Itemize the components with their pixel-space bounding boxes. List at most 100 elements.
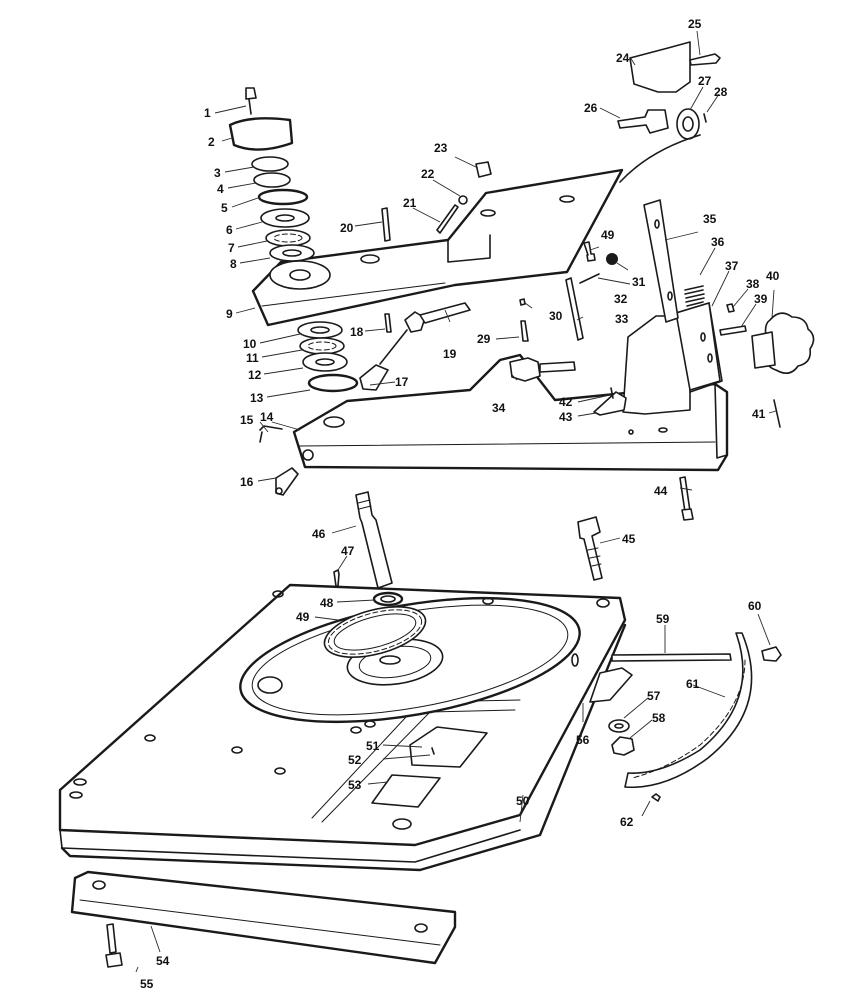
label-19: 19 [443,347,457,361]
label-43: 43 [559,410,573,424]
washer-57 [608,719,630,733]
washer-6 [260,208,310,228]
label-14: 14 [260,410,274,424]
label-24: 24 [616,51,630,65]
washer-48 [372,591,404,607]
leader-lines [135,30,777,973]
label-6: 6 [226,223,233,237]
label-49-upper: 49 [601,228,615,242]
label-37: 37 [725,259,739,273]
label-36: 36 [711,235,725,249]
arc-guide [619,134,701,183]
label-45: 45 [622,532,636,546]
key-38 [726,303,735,313]
screw-62 [651,793,661,802]
bolt-44 [679,476,694,521]
label-31: 31 [632,275,646,289]
housing-24 [629,41,691,93]
label-28: 28 [714,85,728,99]
label-59: 59 [656,612,670,626]
bearing-27 [676,108,700,140]
label-60: 60 [748,599,762,613]
washer-10 [297,321,343,339]
pin-33 [565,277,584,341]
label-50: 50 [516,794,530,808]
label-48: 48 [320,596,334,610]
link-19 [404,302,471,333]
base-plate [58,583,627,872]
scale-61 [624,632,753,789]
pin-15 [259,425,283,443]
screw-49-upper [583,241,596,262]
pin-39 [719,325,747,336]
clip-28 [703,113,707,123]
screw-52 [431,747,435,755]
screw-25 [689,53,721,66]
nut-58 [611,736,635,756]
pin-42 [610,387,614,399]
bar-54 [70,870,457,965]
label-4: 4 [217,182,224,196]
collet-4 [253,172,291,188]
label-15: 15 [240,413,254,427]
screw-47 [333,569,340,587]
label-25: 25 [688,17,702,31]
label-32: 32 [614,292,628,306]
label-17: 17 [395,375,409,389]
label-7: 7 [228,241,235,255]
label-55: 55 [140,977,154,991]
label-11: 11 [246,351,259,365]
plate-51 [409,726,488,768]
label-27: 27 [698,74,712,88]
bolt-60 [761,646,782,662]
shaft-46 [355,491,393,589]
label-47: 47 [341,544,355,558]
label-22: 22 [421,167,435,181]
label-62: 62 [620,815,634,829]
bush-23 [475,161,492,178]
label-3: 3 [214,166,221,180]
shaft-34 [509,357,576,382]
handle-17 [359,329,408,391]
shaft-26 [617,109,669,134]
label-21: 21 [403,196,417,210]
label-23: 23 [434,141,448,155]
pin-32 [579,273,600,284]
label-29: 29 [477,332,491,346]
bearing-7 [265,229,311,247]
label-26: 26 [584,101,598,115]
block-37 [622,302,723,415]
collet-3 [251,156,289,172]
label-20: 20 [340,221,354,235]
spring-36 [684,285,705,307]
screw-18 [384,313,392,333]
label-46: 46 [312,527,326,541]
upper-arm-9 [251,168,624,327]
set-screw-30 [519,298,526,306]
washer-12 [302,352,348,372]
label-54: 54 [156,954,170,968]
plate-53 [371,774,441,808]
label-40: 40 [766,269,780,283]
label-18: 18 [350,325,364,339]
label-38: 38 [746,277,760,291]
label-61: 61 [686,677,700,691]
screw-1 [245,87,257,115]
sleeve-16 [275,467,299,496]
bolt-45 [577,516,603,581]
label-1: 1 [204,106,211,120]
label-30: 30 [549,309,563,323]
label-8: 8 [230,257,237,271]
label-34: 34 [492,401,506,415]
bearing-11 [299,337,345,355]
washer-8 [269,244,315,262]
ball-31 [606,253,618,265]
label-39: 39 [754,292,768,306]
label-44: 44 [654,484,668,498]
label-58: 58 [652,711,666,725]
label-33: 33 [615,312,629,326]
screw-55 [105,923,123,968]
label-57: 57 [647,689,661,703]
bar-35 [643,199,679,323]
